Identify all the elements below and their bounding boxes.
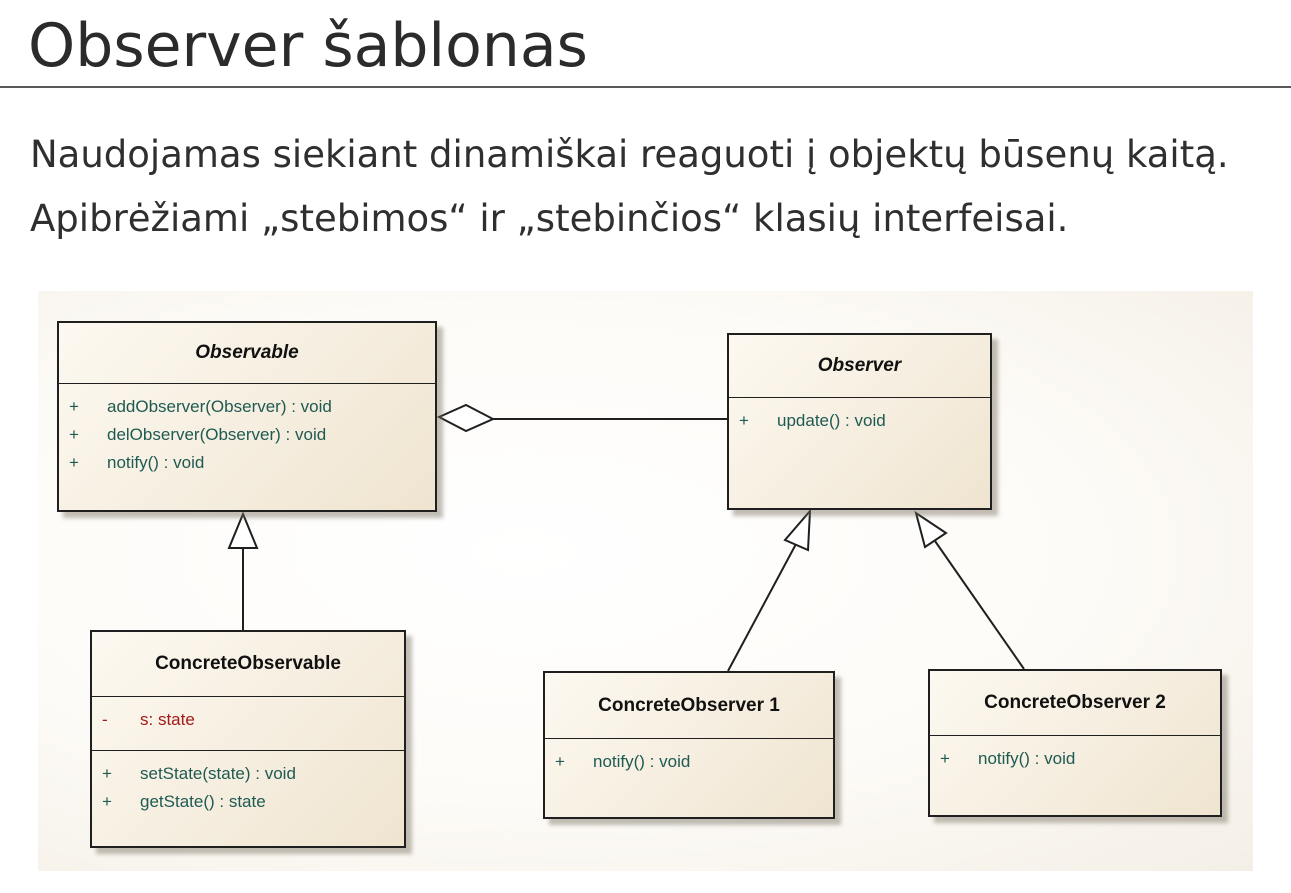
class-concrete-observer-1[interactable]: ConcreteObserver 1 + notify() : void <box>543 671 835 819</box>
class-concrete-observer-2[interactable]: ConcreteObserver 2 + notify() : void <box>928 669 1222 817</box>
operation-signature: getState() : state <box>140 792 266 811</box>
visibility-marker: + <box>102 792 112 811</box>
operation-notify: + notify() : void <box>69 449 435 477</box>
attributes-compartment-concrete-observable: - s: state <box>92 697 404 751</box>
visibility-marker: + <box>739 411 749 430</box>
operation-update: + update() : void <box>739 407 990 435</box>
body-text-line-2: Apibrėžiami „stebimos“ ir „stebinčios“ k… <box>30 197 1069 240</box>
visibility-marker: + <box>555 752 565 771</box>
visibility-marker: + <box>102 764 112 783</box>
operations-compartment-observable: + addObserver(Observer) : void + delObse… <box>59 384 435 477</box>
visibility-marker: + <box>69 397 79 416</box>
operations-compartment-observer: + update() : void <box>729 398 990 435</box>
title-divider <box>0 86 1291 88</box>
operation-signature: update() : void <box>777 411 886 430</box>
visibility-marker: + <box>940 749 950 768</box>
class-observer[interactable]: Observer + update() : void <box>727 333 992 510</box>
class-observable[interactable]: Observable + addObserver(Observer) : voi… <box>57 321 437 512</box>
operation-signature: notify() : void <box>978 749 1076 768</box>
operation-get-state: + getState() : state <box>102 788 404 816</box>
operation-notify: + notify() : void <box>940 745 1220 773</box>
body-text-line-1: Naudojamas siekiant dinamiškai reaguoti … <box>30 133 1229 176</box>
operation-notify: + notify() : void <box>555 748 833 776</box>
operation-signature: notify() : void <box>107 453 205 472</box>
class-name-concrete-observable: ConcreteObservable <box>92 632 404 697</box>
operation-signature: delObserver(Observer) : void <box>107 425 327 444</box>
attribute-signature: s: state <box>140 710 195 729</box>
visibility-marker: + <box>69 425 79 444</box>
operation-signature: addObserver(Observer) : void <box>107 397 332 416</box>
operations-compartment-concrete-observer-1: + notify() : void <box>545 739 833 776</box>
operation-add-observer: + addObserver(Observer) : void <box>69 393 435 421</box>
operation-set-state: + setState(state) : void <box>102 760 404 788</box>
attribute-state: - s: state <box>102 706 404 734</box>
operations-compartment-concrete-observable: + setState(state) : void + getState() : … <box>92 751 404 816</box>
visibility-marker: - <box>102 710 108 729</box>
visibility-marker: + <box>69 453 79 472</box>
class-name-concrete-observer-1: ConcreteObserver 1 <box>545 673 833 739</box>
operations-compartment-concrete-observer-2: + notify() : void <box>930 736 1220 773</box>
class-name-observable: Observable <box>59 323 435 384</box>
operation-signature: setState(state) : void <box>140 764 296 783</box>
operation-del-observer: + delObserver(Observer) : void <box>69 421 435 449</box>
class-concrete-observable[interactable]: ConcreteObservable - s: state + setState… <box>90 630 406 848</box>
operation-signature: notify() : void <box>593 752 691 771</box>
class-name-concrete-observer-2: ConcreteObserver 2 <box>930 671 1220 736</box>
slide-title: Observer šablonas <box>28 11 588 81</box>
class-name-observer: Observer <box>729 335 990 398</box>
